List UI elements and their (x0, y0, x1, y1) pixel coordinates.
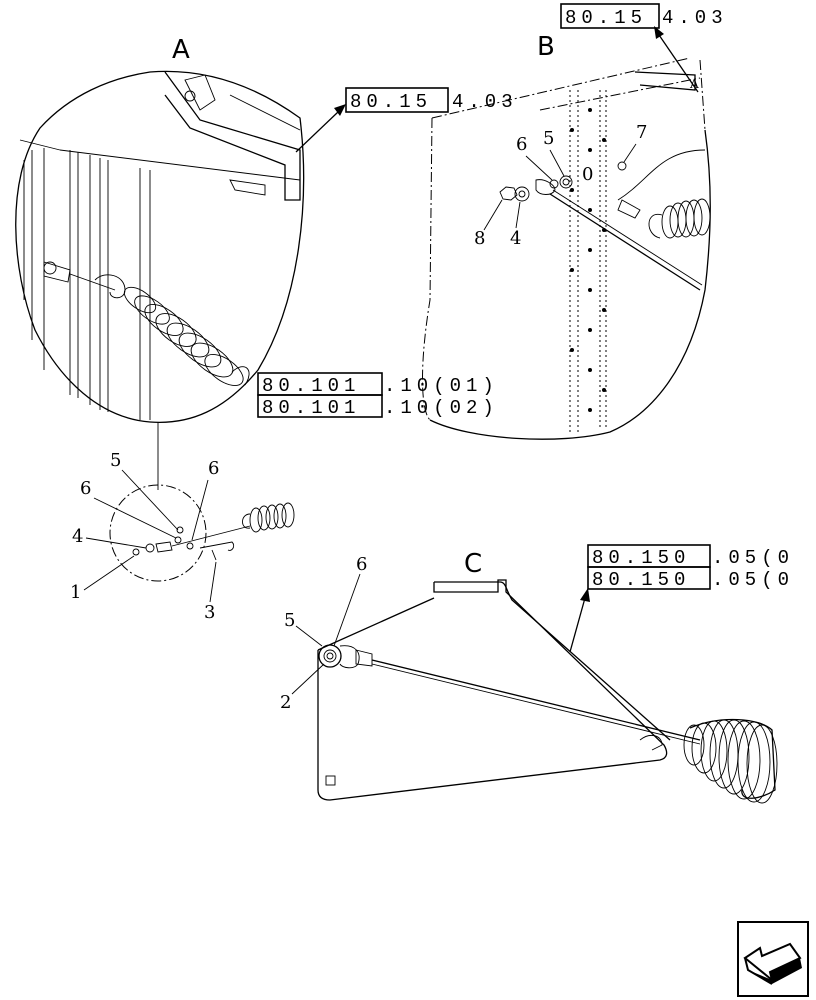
detail-view-b: A (422, 57, 711, 440)
svg-text:8: 8 (474, 228, 485, 249)
view-label-c: C (464, 549, 482, 579)
svg-text:1: 1 (70, 582, 81, 603)
ref-150-2-box: 80.150 (592, 569, 690, 591)
detail-view-c (317, 579, 778, 804)
view-label-a: A (172, 35, 190, 65)
ref-150-1-rest: .05(0 (712, 547, 794, 569)
svg-text:0: 0 (582, 164, 593, 185)
svg-text:6: 6 (80, 478, 91, 499)
ref-101-1-rest: .10(01) (384, 375, 499, 397)
ref-top-rest-text: 4.03 (662, 7, 728, 29)
svg-text:4: 4 (72, 526, 83, 547)
svg-text:2: 2 (280, 692, 291, 713)
svg-text:5: 5 (110, 450, 121, 471)
ref-101-2-box: 80.101 (262, 397, 360, 419)
ref-a[interactable]: 80.15 4.03 (295, 87, 518, 153)
spring-b (648, 198, 711, 239)
svg-text:6: 6 (516, 134, 527, 155)
ref-150-1-box: 80.150 (592, 547, 690, 569)
svg-text:6: 6 (356, 554, 367, 575)
spring-a (123, 286, 250, 386)
svg-text:7: 7 (636, 122, 647, 143)
mid-detail (109, 484, 295, 582)
view-label-b: B (537, 32, 555, 62)
ref-top-box-text: 80.15 (565, 7, 647, 29)
ref-150-group[interactable]: 80.150 .05(0 80.150 .05(0 (569, 544, 794, 653)
ref-top[interactable]: 80.15 4.03 (560, 3, 728, 93)
channel-holes (570, 108, 606, 412)
svg-text:5: 5 (284, 610, 295, 631)
svg-text:6: 6 (208, 458, 219, 479)
back-arrow-icon[interactable] (737, 921, 809, 997)
callouts-b: 5 6 7 0 8 4 (474, 122, 647, 249)
callouts-c: 6 5 2 (280, 554, 367, 713)
ref-a-box-text: 80.15 (350, 91, 432, 113)
callouts-mid: 5 6 6 4 1 3 (70, 450, 219, 623)
svg-text:5: 5 (543, 128, 554, 149)
ref-150-2-rest: .05(0 (712, 569, 794, 591)
ref-101-1-box: 80.101 (262, 375, 360, 397)
ref-101-group[interactable]: 80.101 .10(01) 80.101 .10(02) (257, 372, 499, 419)
svg-text:4: 4 (510, 228, 521, 249)
svg-text:A: A (689, 77, 699, 91)
ref-a-rest-text: 4.03 (452, 91, 518, 113)
spring-mid (242, 502, 295, 533)
svg-text:3: 3 (204, 602, 215, 623)
ref-101-2-rest: .10(02) (384, 397, 499, 419)
detail-view-a (15, 70, 305, 490)
spring-c (683, 718, 778, 804)
